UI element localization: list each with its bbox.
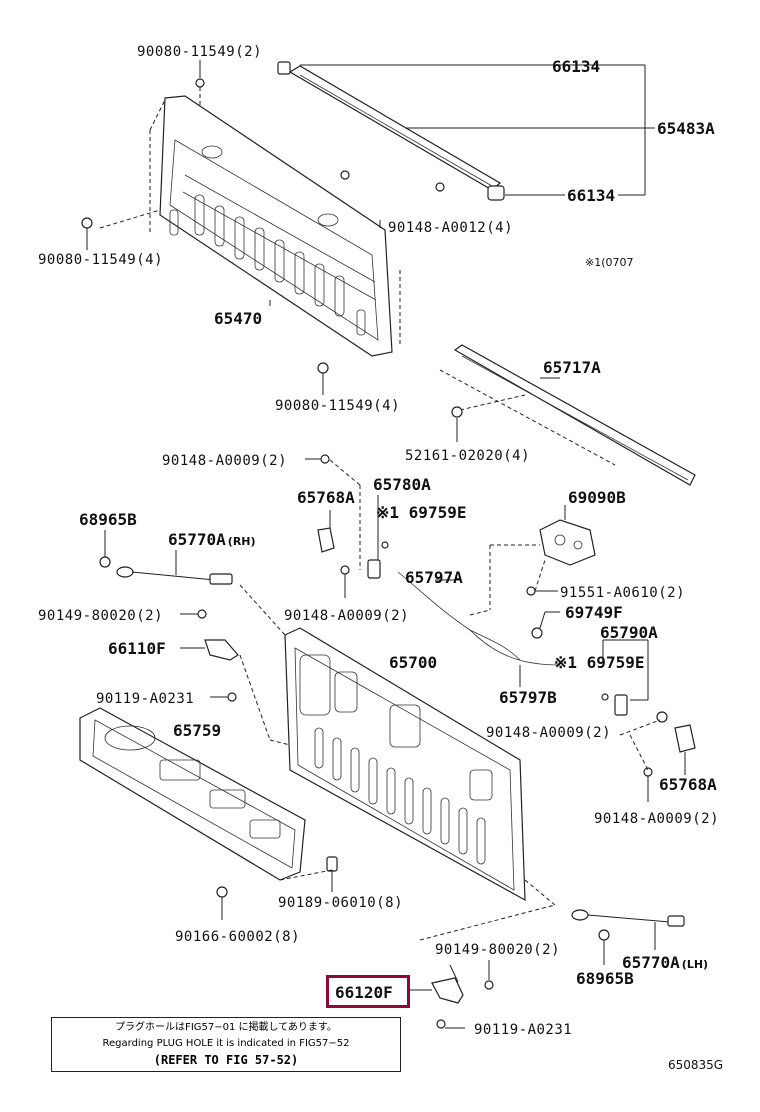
label-69759E-top: ※1 69759E <box>376 503 466 522</box>
bolts-top <box>81 78 445 374</box>
tailgate-65700 <box>284 627 556 941</box>
label-65768A-bottom: 65768A <box>659 775 717 794</box>
back-panel-65470 <box>99 80 401 357</box>
label-66134-bottom: 66134 <box>567 186 615 205</box>
label-52161-02020-4: 52161-02020(4) <box>405 448 530 464</box>
left-hardware <box>99 530 291 746</box>
right-hardware <box>469 505 696 802</box>
label-65780A: 65780A <box>373 475 431 494</box>
label-66120F[interactable]: 66120F <box>335 983 393 1002</box>
cap-66134-bottom <box>487 185 505 201</box>
label-90080-11549-4-b: 90080-11549(4) <box>275 398 400 414</box>
label-66110F: 66110F <box>108 639 166 658</box>
leaders-top <box>86 60 655 395</box>
label-65717A: 65717A <box>543 358 601 377</box>
label-90166-60002-8: 90166-60002(8) <box>175 929 300 945</box>
label-65770A-rh-number: 65770A <box>168 530 226 549</box>
label-65470: 65470 <box>214 309 262 328</box>
label-65797B: 65797B <box>499 688 557 707</box>
bar-65717A <box>439 344 696 486</box>
label-90148-A0009-2-c: 90148-A0009(2) <box>486 725 611 741</box>
highlighted-part-66120F-box[interactable] <box>326 975 410 1008</box>
label-65797A: 65797A <box>405 568 463 587</box>
label-65483A: 65483A <box>657 119 715 138</box>
label-90149-80020-2-b: 90149-80020(2) <box>435 942 560 958</box>
middle-hardware <box>305 454 561 687</box>
label-65790A: 65790A <box>600 623 658 642</box>
note-line-japanese: プラグホールはFIG57−01 に掲載してあります。 <box>115 1022 337 1033</box>
label-69090B: 69090B <box>568 488 626 507</box>
label-65770A-rh-suffix: (RH) <box>228 535 256 548</box>
figure-id: 650835G <box>668 1058 724 1072</box>
label-65700: 65700 <box>389 653 437 672</box>
label-65770A-lh: 65770A(LH) <box>622 953 708 972</box>
label-90080-11549-4-a: 90080-11549(4) <box>38 252 163 268</box>
label-65759: 65759 <box>173 721 221 740</box>
label-69749F: 69749F <box>565 603 623 622</box>
label-91551-A0610-2: 91551-A0610(2) <box>560 585 685 601</box>
label-65770A-rh: 65770A(RH) <box>168 530 256 549</box>
lower-right-hardware <box>410 909 685 1029</box>
note-line-english: Regarding PLUG HOLE it is indicated in F… <box>102 1038 350 1049</box>
label-65770A-lh-suffix: (LH) <box>682 958 708 971</box>
label-90148-A0009-2-d: 90148-A0009(2) <box>594 811 719 827</box>
reference-note-box: プラグホールはFIG57−01 に掲載してあります。 Regarding PLU… <box>51 1017 401 1072</box>
label-68965B-top: 68965B <box>79 510 137 529</box>
label-90189-06010-8: 90189-06010(8) <box>278 895 403 911</box>
panel-65759 <box>79 707 338 920</box>
cap-66134-top <box>277 61 291 75</box>
label-66134-top: 66134 <box>552 57 600 76</box>
note-line-reference: (REFER TO FIG 57-52) <box>153 1053 299 1067</box>
label-90119-A0231-b: 90119-A0231 <box>474 1022 572 1038</box>
label-90080-11549-2: 90080-11549(2) <box>137 44 262 60</box>
label-90148-A0009-2-b: 90148-A0009(2) <box>284 608 409 624</box>
label-note1: ※1(0707 <box>585 256 634 269</box>
rail-65483A <box>277 61 505 201</box>
label-65770A-lh-number: 65770A <box>622 953 680 972</box>
label-68965B-bottom: 68965B <box>576 969 634 988</box>
label-90148-A0009-2-a: 90148-A0009(2) <box>162 453 287 469</box>
label-90119-A0231-a: 90119-A0231 <box>96 691 194 707</box>
label-90148-A0012-4: 90148-A0012(4) <box>388 220 513 236</box>
label-69759E-bottom: ※1 69759E <box>554 653 644 672</box>
label-65768A-top: 65768A <box>297 488 355 507</box>
label-90149-80020-2-a: 90149-80020(2) <box>38 608 163 624</box>
